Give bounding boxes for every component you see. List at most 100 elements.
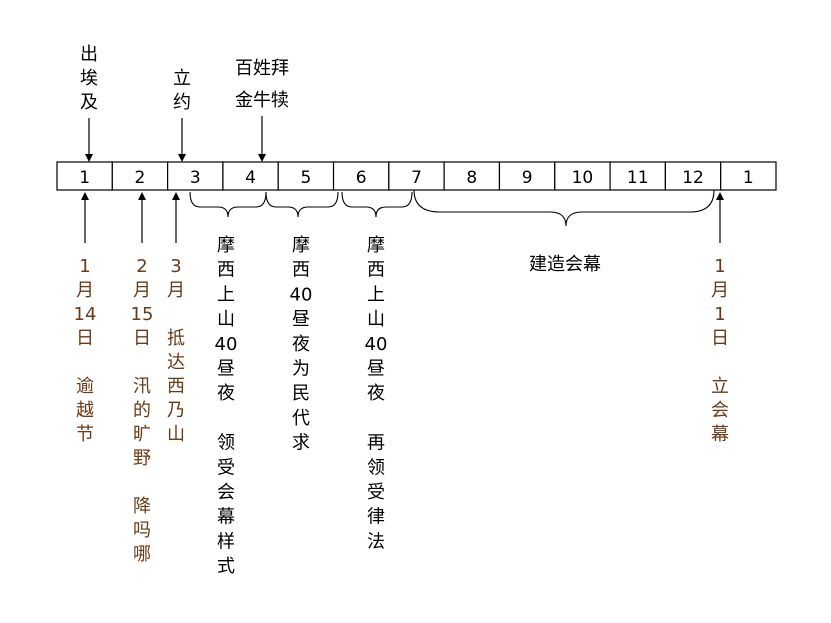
col-tabernacle-char: 幕 [711,424,729,445]
month-cell-label: 11 [627,168,649,188]
col-passover-char: 日 [76,328,94,349]
month-cell [664,161,722,191]
bracket-second40 [341,191,413,218]
col-second40-char: 领 [367,457,385,478]
col-passover-char: 1 [79,256,90,277]
bracket-first40 [189,191,267,218]
col-first40-char: 上 [217,284,235,305]
month-cell [56,161,113,191]
col-first40-char: 样 [217,531,235,552]
exodus-char: 出 [80,44,98,65]
col-sinai-char: 西 [167,376,185,397]
col-first40-char: 昼 [217,359,235,380]
month-cell-label: 3 [190,168,201,188]
exodus-char: 及 [80,92,98,113]
col-intercede40-char: 民 [292,383,310,404]
col-intercede40-char: 夜 [292,334,310,355]
month-cell-label: 1 [79,168,90,188]
bracket-intercede40 [265,191,339,218]
col-intercede40-char: 代 [292,408,310,429]
col-first40-char: 摩 [217,235,235,256]
month-cell [167,161,224,191]
col-manna-char: 哪 [133,544,151,565]
month-cell [332,161,390,191]
col-first40-char: 式 [217,556,235,577]
col-tabernacle-char: 会 [711,400,729,421]
exodus-label: 出 埃 及 [80,44,98,113]
col-manna-char: 汛 [133,376,151,397]
col-manna-char: 降 [133,496,151,517]
col-first40-char: 会 [217,482,235,503]
col-second40-char: 西 [367,260,385,281]
col-second40-char: 山 [367,309,385,330]
col-second40-char: 上 [367,284,385,305]
col-second40-char: 受 [367,482,385,503]
col-tabernacle-char: 1 [714,304,725,325]
col-second40-char: 夜 [367,383,385,404]
col-sinai-char: 3 [170,256,181,277]
col-passover-char: 14 [74,304,97,325]
col-manna-char: 旷 [133,424,151,445]
col-intercede40-char: 摩 [292,235,310,256]
col-sinai-char: 山 [167,424,185,445]
month-cell [388,161,445,191]
golden-calf-line2: 金牛犊 [235,90,289,111]
month-cell-label: 4 [245,168,256,188]
month-cell-label: 8 [466,168,477,188]
month-cell [498,161,556,191]
month-cell-label: 2 [135,168,146,188]
month-cell-label: 12 [682,168,704,188]
col-manna-char: 日 [133,328,151,349]
month-cell [277,161,335,191]
month-cell-label: 1 [743,168,754,188]
col-first40-char: 领 [217,433,235,454]
col-passover-char: 月 [76,280,94,301]
col-intercede40-char: 昼 [292,309,310,330]
golden-calf-line1: 百姓拜 [235,58,289,79]
month-cell [111,161,169,191]
col-manna-char: 吗 [133,520,151,541]
col-sinai-char: 达 [167,352,185,373]
col-second40-char: 法 [367,531,385,552]
col-first40-char: 西 [217,260,235,281]
covenant-label: 立 约 [173,68,191,113]
col-first40-char: 幕 [217,507,235,528]
month-cell-label: 6 [356,168,367,188]
col-intercede40-char: 40 [290,284,313,305]
col-passover-char: 节 [76,424,94,445]
col-passover-char: 逾 [76,376,94,397]
month-cell-label: 5 [300,168,311,188]
month-cell-label: 10 [572,168,594,188]
month-cell [554,161,611,191]
col-second40-char: 再 [367,433,385,454]
col-intercede40-char: 西 [292,260,310,281]
bracket-build [413,189,715,227]
col-manna-char: 的 [133,400,151,421]
col-second40-char: 40 [365,334,388,355]
col-second40-char: 昼 [367,359,385,380]
col-tabernacle-char: 月 [711,280,729,301]
col-intercede40-char: 求 [292,433,310,454]
col-intercede40-char: 为 [292,359,310,380]
col-manna-char: 月 [133,280,151,301]
month-cell-label: 9 [522,168,533,188]
covenant-char: 立 [173,68,191,89]
col-tabernacle-char: 立 [711,376,729,397]
col-sinai-char: 抵 [167,328,185,349]
col-first40-char: 山 [217,309,235,330]
month-cell [443,161,501,191]
col-manna-char: 15 [131,304,154,325]
month-cell-label: 7 [411,168,422,188]
col-second40-char: 律 [367,507,385,528]
col-tabernacle-char: 日 [711,328,729,349]
col-sinai-char: 月 [167,280,185,301]
